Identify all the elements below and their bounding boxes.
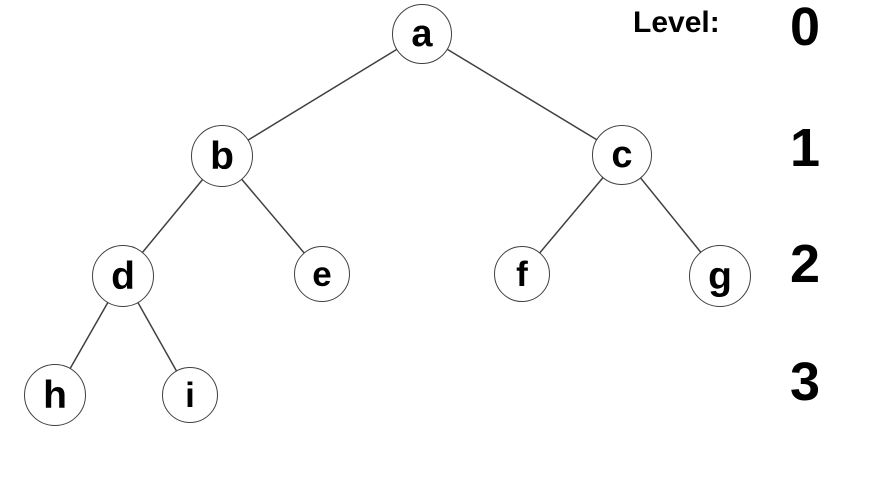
level-number-3: 3 <box>789 352 821 412</box>
tree-node-g: g <box>689 245 751 307</box>
tree-node-d: d <box>92 245 154 307</box>
tree-node-label: a <box>411 13 433 55</box>
tree-node-label: f <box>516 254 528 294</box>
tree-node-label: g <box>708 254 732 298</box>
tree-node-i: i <box>162 367 218 423</box>
tree-node-h: h <box>24 364 86 426</box>
tree-node-label: h <box>43 373 67 417</box>
level-number-2: 2 <box>789 234 821 294</box>
level-number-1: 1 <box>789 118 821 178</box>
tree-edge-a-b <box>221 33 423 157</box>
tree-node-label: d <box>111 254 135 298</box>
tree-node-b: b <box>191 125 253 187</box>
tree-node-c: c <box>592 125 652 185</box>
tree-node-a: a <box>392 4 452 64</box>
tree-node-label: b <box>210 134 234 178</box>
tree-node-label: c <box>611 134 633 176</box>
tree-node-f: f <box>494 246 550 302</box>
level-legend-label: Level: <box>633 6 720 39</box>
tree-node-label: i <box>185 375 195 415</box>
tree-edge-a-c <box>421 33 623 156</box>
level-number-0: 0 <box>789 0 821 57</box>
tree-node-e: e <box>294 246 350 302</box>
tree-node-label: e <box>312 254 332 294</box>
